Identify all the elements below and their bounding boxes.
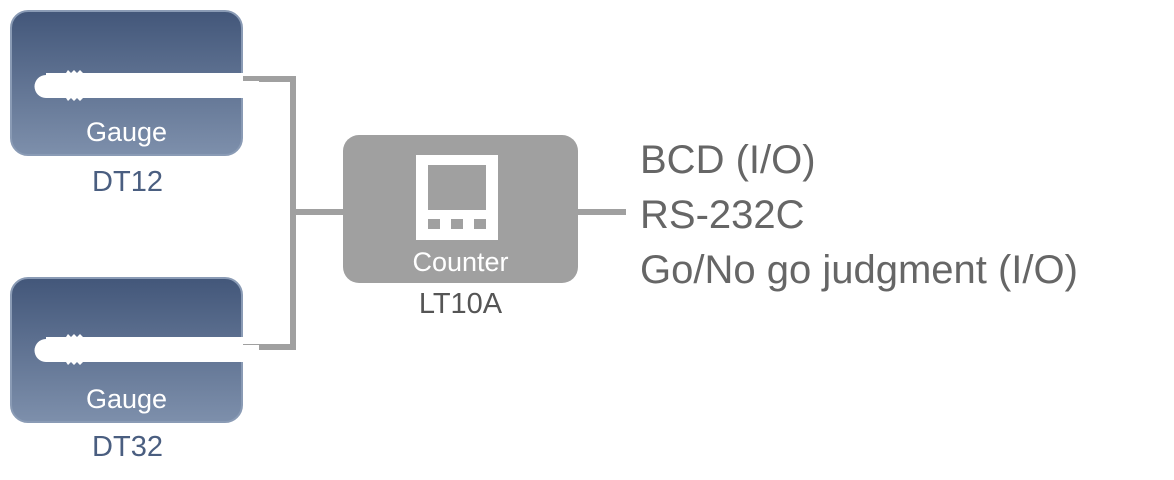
wire-to-counter [290, 209, 345, 215]
gauge-model-2: DT32 [92, 431, 163, 463]
gauge-label: Gauge [85, 384, 168, 414]
output-bcd: BCD (I/O) [640, 138, 816, 182]
gauge-box-2: Gauge [10, 277, 259, 423]
gauge-label: Gauge [85, 117, 168, 147]
wire-to-outputs [576, 209, 626, 215]
probe-icon [34, 334, 259, 365]
probe-icon [34, 70, 259, 101]
gauge-model-1: DT12 [92, 166, 163, 198]
counter-label: Counter [412, 247, 509, 277]
counter-box: Counter [343, 135, 578, 283]
gauge-box-1: Gauge [10, 10, 259, 156]
counter-model: LT10A [418, 288, 503, 320]
output-rs232c: RS-232C [640, 193, 805, 237]
output-go-nogo: Go/No go judgment (I/O) [640, 248, 1078, 292]
wire-gauge2 [243, 344, 296, 350]
wire-gauge1 [243, 76, 296, 82]
counter-display-icon [416, 155, 498, 240]
